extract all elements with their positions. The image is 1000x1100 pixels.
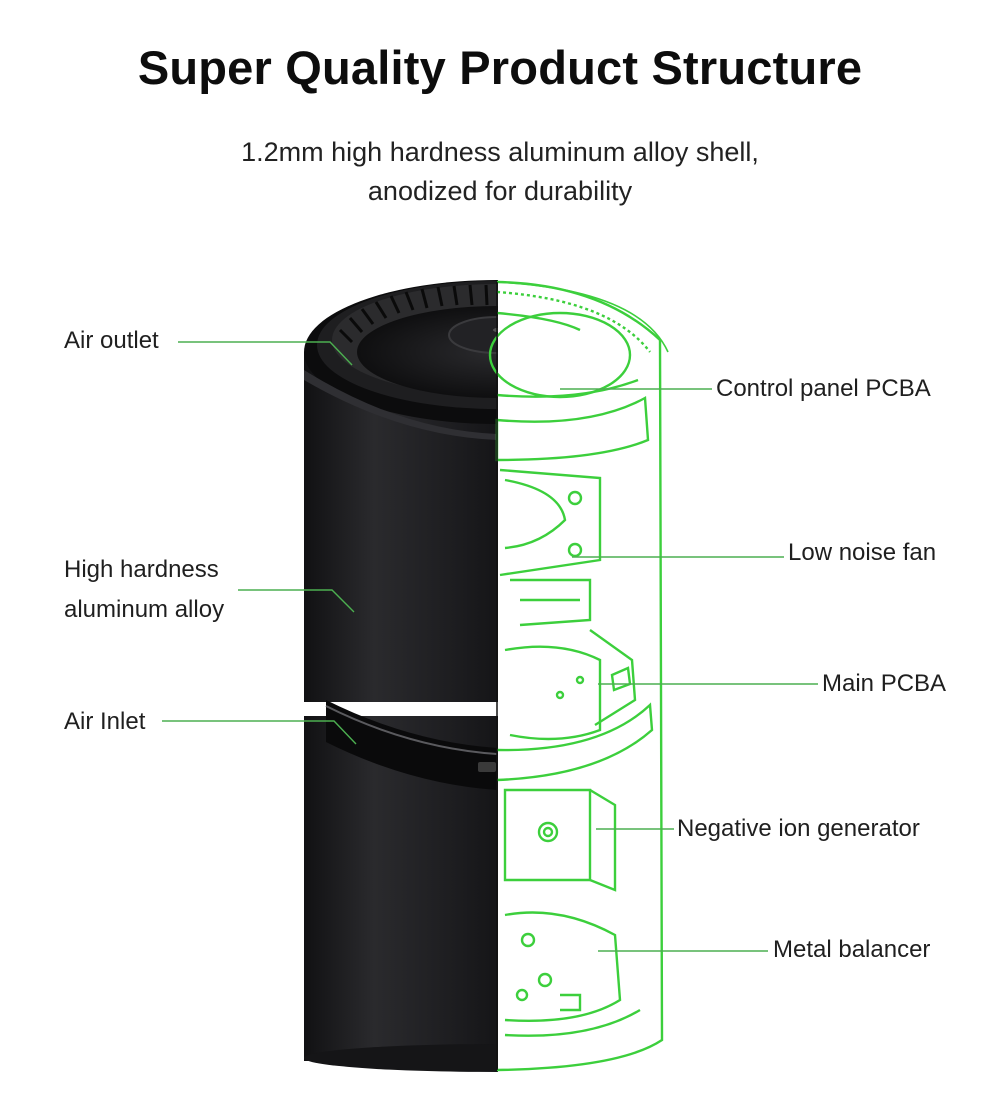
internal-wireframe (488, 280, 669, 1072)
label-air-outlet: Air outlet (64, 327, 159, 354)
leader-lines (162, 341, 818, 952)
aluminum-shell (304, 280, 498, 1072)
subtitle-line-2: anodized for durability (367, 176, 633, 206)
ion-generator-outline (503, 788, 617, 892)
label-metal-balancer: Metal balancer (773, 936, 931, 963)
subtitle-line-1: 1.2mm high hardness aluminum alloy shell… (241, 137, 759, 167)
page-subtitle: 1.2mm high hardness aluminum alloy shell… (0, 133, 1000, 211)
label-control-panel-pcba: Control panel PCBA (716, 375, 931, 402)
label-low-noise-fan: Low noise fan (788, 539, 937, 566)
fan-outline (499, 468, 602, 627)
metal-balancer-outline (504, 911, 641, 1037)
label-shell-line-1: High hardness (64, 556, 219, 583)
label-shell-line-2: aluminum alloy (64, 596, 225, 623)
air-outlet-grille (338, 284, 489, 344)
page-title: Super Quality Product Structure (137, 41, 863, 94)
control-panel-pcba-outline (488, 311, 632, 399)
main-pcba-outline (504, 629, 637, 741)
label-main-pcba: Main PCBA (822, 670, 947, 697)
leader-shell (238, 589, 355, 613)
label-negative-ion-generator: Negative ion generator (677, 815, 920, 842)
label-air-inlet: Air Inlet (64, 708, 146, 735)
leader-air-outlet (178, 341, 353, 366)
leader-air-inlet (162, 720, 357, 745)
